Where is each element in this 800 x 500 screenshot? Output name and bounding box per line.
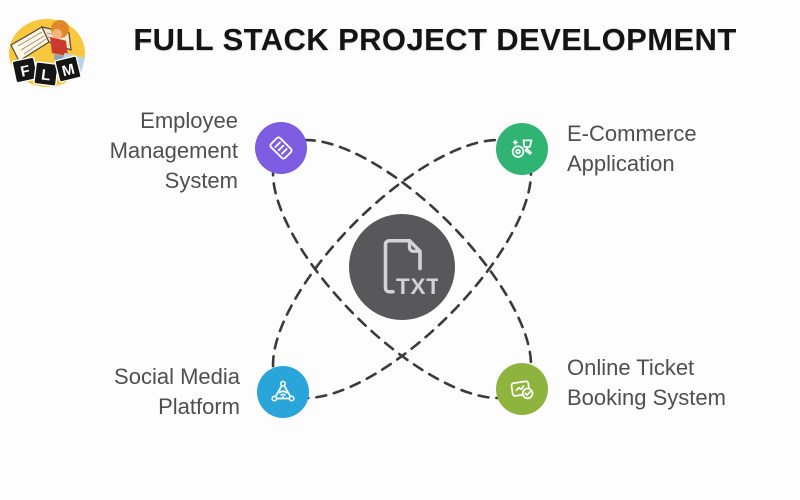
node-label-employee-management-system: Employee Management System — [109, 108, 238, 193]
shopping-cart-icon — [511, 139, 533, 158]
logo-letter-f: F — [19, 62, 32, 81]
node-label-ecommerce-application: E-Commerce Application — [567, 121, 697, 176]
id-badge-icon — [269, 136, 293, 160]
page-title: FULL STACK PROJECT DEVELOPMENT — [133, 22, 737, 57]
node-label-social-media-platform: Social Media Platform — [114, 364, 240, 419]
center-node-txt: TXT — [349, 214, 455, 320]
node-online-ticket-booking-system — [496, 363, 548, 415]
node-label-online-ticket-booking-system: Online Ticket Booking System — [567, 355, 726, 410]
logo-letter-m: M — [60, 61, 76, 81]
logo-letter-tiles: F L M — [11, 55, 82, 87]
txt-file-icon: TXT — [383, 238, 438, 299]
node-employee-management-system — [255, 122, 307, 174]
ticket-check-icon — [510, 380, 534, 400]
share-network-icon — [271, 380, 295, 402]
flm-logo: F L M — [9, 19, 85, 87]
node-social-media-platform — [257, 366, 309, 418]
logo-letter-l: L — [40, 66, 51, 84]
center-node-label: TXT — [396, 274, 438, 299]
node-ecommerce-application — [496, 123, 548, 175]
